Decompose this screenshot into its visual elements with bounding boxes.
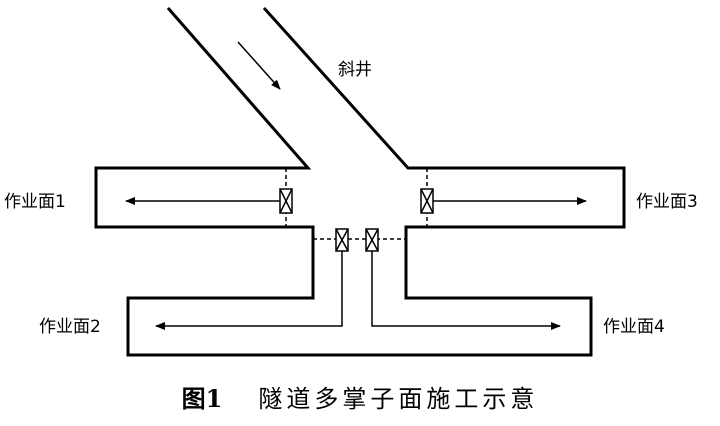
face2-direction-arrow: [155, 251, 343, 330]
incline-direction-arrow: [237, 41, 281, 90]
figure-number: 图1: [181, 384, 223, 413]
upper-tunnel-left-wall: [94, 166, 626, 357]
work-face-4-label: 作业面4: [603, 317, 665, 337]
incline-shaft-label: 斜井: [338, 60, 372, 80]
figure-title: 隧道多掌子面施工示意: [258, 385, 539, 413]
work-face-2-label: 作业面2: [39, 317, 101, 337]
incline-shaft-right-wall: [262, 6, 428, 170]
work-face-3-label: 作业面3: [636, 192, 698, 212]
face4-direction-arrow: [371, 251, 561, 330]
ventilation-door-icon: [335, 228, 349, 252]
ventilation-door-icon: [365, 228, 379, 252]
work-face-1-label: 作业面1: [4, 192, 66, 212]
incline-shaft-left-wall: [166, 7, 312, 170]
ventilation-door-icon: [279, 188, 293, 214]
ventilation-door-icon: [420, 188, 434, 214]
figure-caption: 图1 隧道多掌子面施工示意: [0, 384, 720, 414]
